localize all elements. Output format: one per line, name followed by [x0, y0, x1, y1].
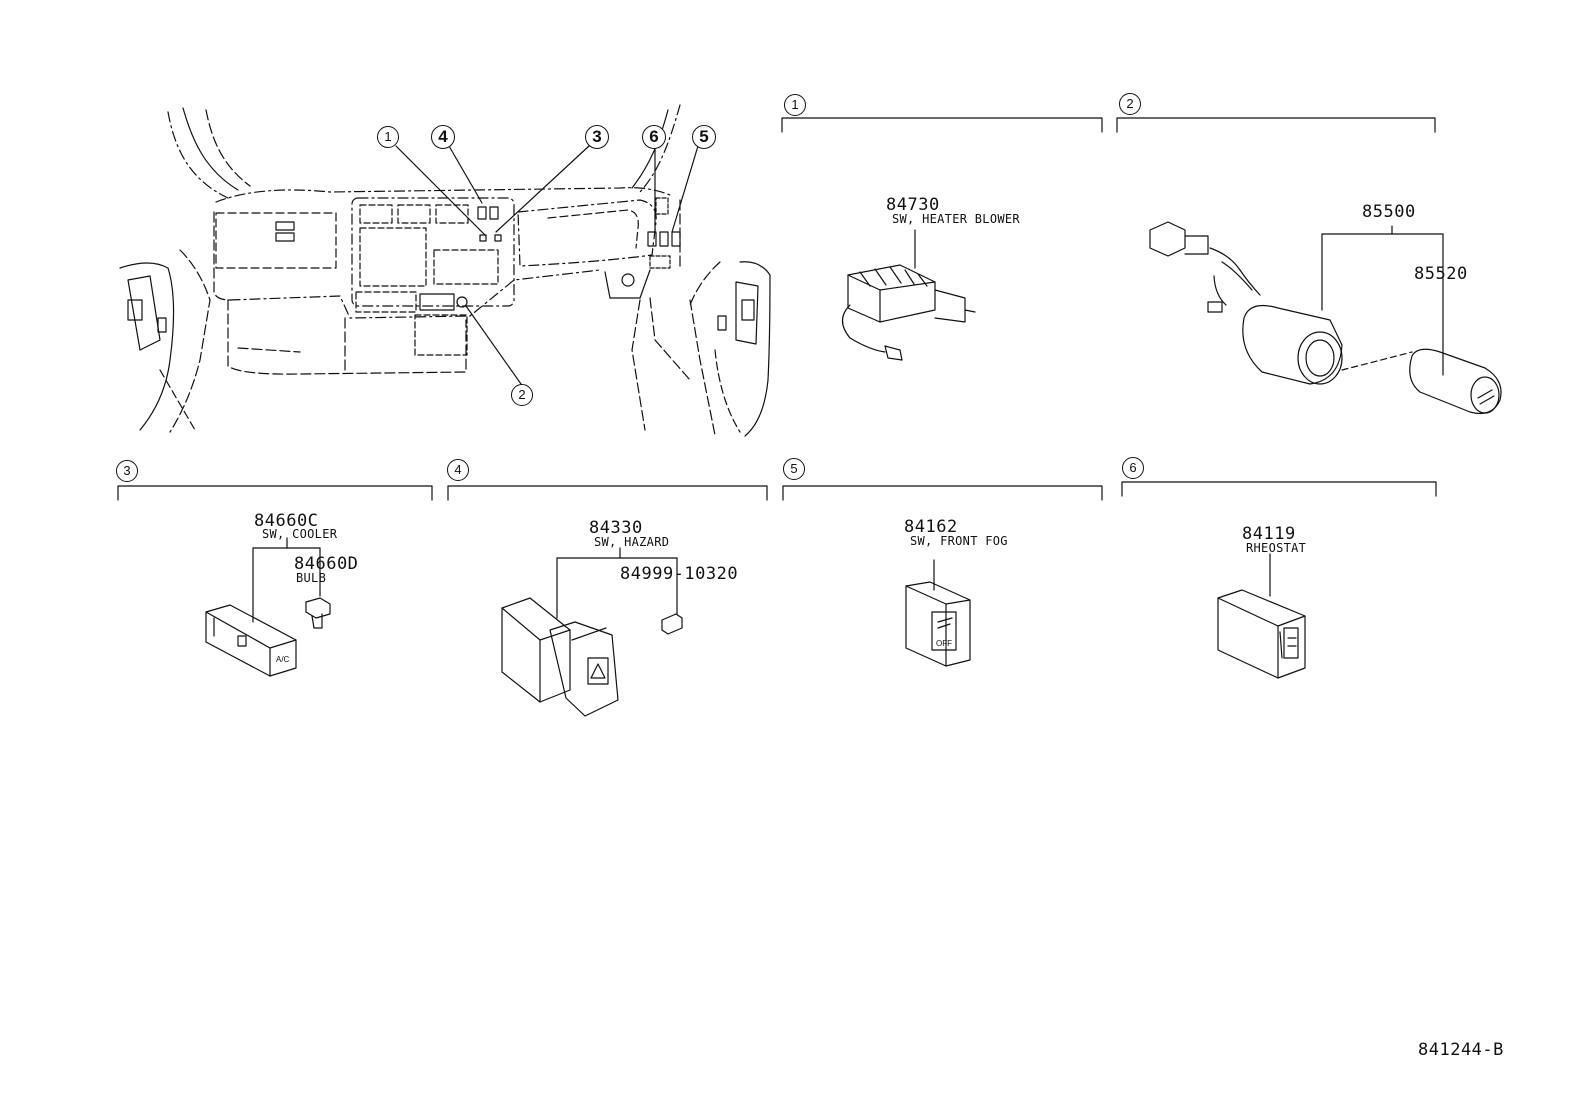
dashboard-overview-illustration: [119, 104, 771, 437]
section-4-marker[interactable]: 4: [447, 459, 469, 481]
part-desc-front-fog: SW, FRONT FOG: [910, 534, 1008, 548]
overview-callout-2[interactable]: 2: [511, 384, 533, 406]
part-number-84119[interactable]: 84119: [1242, 524, 1296, 544]
front-fog-switch-drawing: [905, 559, 971, 667]
part-desc-hazard: SW, HAZARD: [594, 535, 670, 549]
part-number-84730[interactable]: 84730: [886, 195, 940, 215]
overview-callout-6[interactable]: 6: [642, 125, 666, 149]
section-5-marker[interactable]: 5: [783, 458, 805, 480]
section-2-marker[interactable]: 2: [1119, 93, 1141, 115]
overview-callout-4[interactable]: 4: [431, 125, 455, 149]
part-desc-cooler: SW, COOLER: [262, 527, 338, 541]
overview-callout-5[interactable]: 5: [692, 125, 716, 149]
part-number-84660C[interactable]: 84660C: [254, 511, 319, 531]
rheostat-drawing: [1217, 553, 1306, 679]
part-desc-heater-blower: SW, HEATER BLOWER: [892, 212, 1020, 226]
part-number-84660D[interactable]: 84660D: [294, 554, 359, 574]
part-number-84330[interactable]: 84330: [589, 518, 643, 538]
section-3-marker[interactable]: 3: [116, 460, 138, 482]
section-1-marker[interactable]: 1: [784, 94, 806, 116]
overview-callout-3[interactable]: 3: [585, 125, 609, 149]
part-number-85520[interactable]: 85520: [1414, 264, 1468, 284]
heater-blower-switch-drawing: [841, 229, 976, 361]
cooler-switch-drawing: [205, 537, 331, 677]
fog-off-label: OFF: [936, 639, 952, 648]
part-number-84162[interactable]: 84162: [904, 517, 958, 537]
part-number-84999-10320[interactable]: 84999-10320: [620, 564, 739, 584]
overview-callout-1[interactable]: 1: [377, 126, 399, 148]
hazard-switch-drawing: [501, 547, 683, 717]
part-desc-rheostat: RHEOSTAT: [1246, 541, 1307, 555]
cigarette-lighter-drawing: [1149, 221, 1502, 415]
diagram-reference-number: 841244-B: [1418, 1040, 1504, 1060]
part-number-85500[interactable]: 85500: [1362, 202, 1416, 222]
ac-label: A/C: [276, 655, 290, 664]
section-6-marker[interactable]: 6: [1122, 457, 1144, 479]
section-frames: [117, 117, 1437, 501]
part-desc-bulb: BULB: [296, 571, 327, 585]
